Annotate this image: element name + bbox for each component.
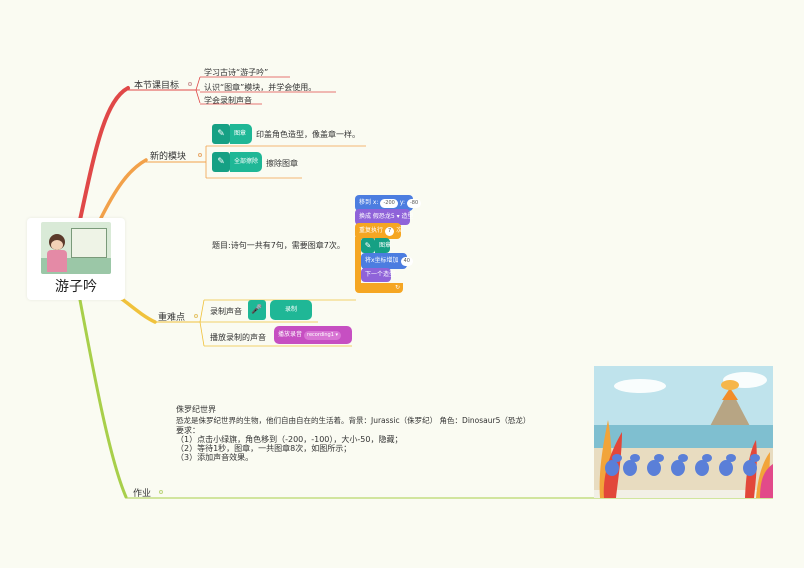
- homework-title[interactable]: 侏罗纪世界: [176, 405, 216, 414]
- repeat-block-foot: ↻: [355, 283, 403, 293]
- dinosaur-scene-image: [594, 366, 773, 498]
- homework-line[interactable]: 恐龙是侏罗纪世界的生物，他们自由自在的生活着。背景：Jurassic（侏罗纪） …: [176, 416, 531, 425]
- homework-line[interactable]: （2）等待1秒，图章，一共图章8次，如图所示；: [176, 444, 352, 453]
- goals-item-1[interactable]: 学习古诗“游子吟”: [204, 68, 269, 77]
- homework-collapse-dot[interactable]: [159, 490, 163, 494]
- clear-all-block[interactable]: 全部擦除: [230, 152, 262, 172]
- branch-homework-label[interactable]: 作业: [133, 489, 152, 499]
- goals-collapse-dot[interactable]: [188, 82, 192, 86]
- root-title: 游子吟: [55, 279, 97, 295]
- difficulty-sub-connector: [199, 299, 205, 347]
- stamp-script-block[interactable]: 图章: [375, 238, 391, 253]
- branch-goals-curve: [78, 86, 130, 222]
- branch-homework-curve: [78, 298, 128, 499]
- switch-costume-block[interactable]: 换成 假恐龙5 ▾ 造型: [355, 209, 414, 225]
- stamp-description[interactable]: 印盖角色造型，像盖章一样。: [256, 130, 360, 139]
- goals-item-3[interactable]: 学会录制声音: [204, 96, 252, 105]
- pencil-icon: ✎: [212, 124, 230, 144]
- branch-modules-curve: [98, 158, 148, 222]
- pencil-icon: ✎: [212, 152, 230, 172]
- branch-modules-label[interactable]: 新的模块: [150, 152, 187, 162]
- branch-goals-label[interactable]: 本节课目标: [134, 81, 180, 91]
- goals-item-2[interactable]: 认识“图章”模块，并学会使用。: [204, 83, 317, 92]
- recording-dropdown[interactable]: recording1 ▾: [304, 331, 342, 340]
- homework-line[interactable]: （1）点击小绿旗，角色移到（-200，-100），大小-50，隐藏；: [176, 435, 403, 444]
- microphone-icon: 🎤: [248, 300, 266, 320]
- root-node-card[interactable]: 游子吟: [27, 218, 125, 300]
- stamp-block[interactable]: 图章: [230, 124, 252, 144]
- pencil-icon: ✎: [361, 238, 375, 253]
- play-recording-label[interactable]: 播放录制的声音: [210, 333, 266, 342]
- repeat-block-arm: [355, 237, 361, 283]
- clear-all-description[interactable]: 擦除图章: [266, 159, 298, 168]
- homework-line[interactable]: （3）添加声音效果。: [176, 453, 254, 462]
- record-block[interactable]: 录制: [270, 300, 312, 320]
- branch-difficulty-label[interactable]: 重难点: [158, 313, 186, 323]
- next-costume-block[interactable]: 下一个造型: [361, 268, 395, 282]
- record-sound-label[interactable]: 录制声音: [210, 307, 242, 316]
- difficulty-note[interactable]: 题目:诗句一共有7句，需要图章7次。: [212, 241, 345, 250]
- modules-collapse-dot[interactable]: [198, 153, 202, 157]
- goals-sub-connector: [195, 76, 201, 104]
- root-poem-illustration: [41, 222, 111, 274]
- homework-line[interactable]: 要求：: [176, 426, 200, 435]
- difficulty-collapse-dot[interactable]: [194, 314, 198, 318]
